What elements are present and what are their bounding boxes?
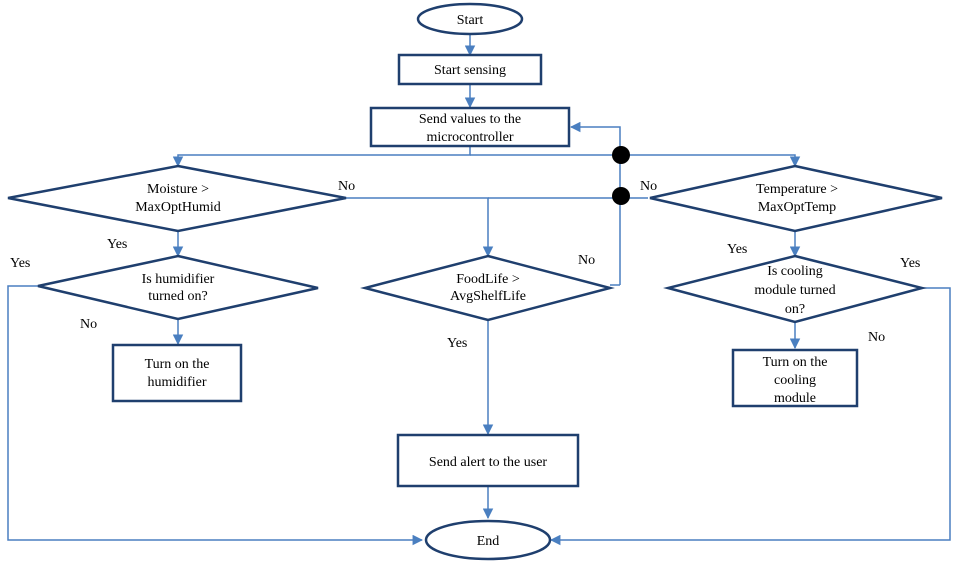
arrow-moisture-no-to-foodlife (346, 197, 494, 258)
humidifier-check-label-line2: turned on? (148, 289, 207, 304)
foodlife-no-label: No (578, 253, 595, 268)
send-values-label-line2: microcontroller (426, 130, 513, 145)
start-sensing-box: Start sensing (397, 53, 543, 86)
start-terminal: Start (416, 2, 524, 36)
temperature-no-label: No (640, 179, 657, 194)
arrow-humidifier-yes-to-end (7, 285, 424, 546)
temperature-yes-label: Yes (727, 242, 747, 257)
humidifier-yes-label: Yes (10, 256, 30, 271)
temperature-label-line2: MaxOptTemp (758, 200, 836, 215)
foodlife-label-line2: AvgShelfLife (450, 289, 526, 304)
turn-on-humidifier-label-line2: humidifier (147, 375, 206, 390)
moisture-decision: Moisture > MaxOptHumid (7, 164, 347, 233)
moisture-no-label: No (338, 179, 355, 194)
moisture-label-line2: MaxOptHumid (135, 200, 221, 215)
foodlife-yes-label: Yes (447, 336, 467, 351)
humidifier-no-label: No (80, 317, 97, 332)
junction-dot-top (612, 146, 630, 164)
arrow-send-branch-left (172, 146, 471, 168)
arrow-cooling-yes-to-end (549, 287, 951, 546)
foodlife-label-line1: FoodLife > (456, 272, 520, 287)
end-terminal: End (424, 519, 552, 561)
cooling-check-label-line2: module turned (754, 283, 835, 298)
turn-on-humidifier-box: Turn on the humidifier (111, 343, 243, 403)
humidifier-check-label-line1: Is humidifier (142, 272, 215, 287)
arrow-send-branch-right (470, 154, 801, 168)
turn-on-humidifier-label-line1: Turn on the (145, 357, 210, 372)
cooling-check-label-line3: on? (785, 302, 805, 317)
start-label: Start (457, 13, 484, 28)
send-values-label-line1: Send values to the (419, 112, 521, 127)
foodlife-decision: FoodLife > AvgShelfLife (360, 254, 615, 322)
cooling-check-decision: Is cooling module turned on? (663, 254, 927, 324)
temperature-decision: Temperature > MaxOptTemp (649, 164, 943, 233)
send-alert-box: Send alert to the user (396, 433, 580, 488)
end-label: End (477, 534, 500, 549)
turn-on-cooling-label-line1: Turn on the (763, 355, 828, 370)
moisture-yes-label: Yes (107, 237, 127, 252)
junction-dot-bottom (612, 187, 630, 205)
turn-on-cooling-box: Turn on the cooling module (731, 348, 859, 408)
turn-on-cooling-label-line2: cooling (774, 373, 816, 388)
send-values-box: Send values to the microcontroller (369, 106, 571, 148)
temperature-label-line1: Temperature > (756, 182, 838, 197)
send-alert-label: Send alert to the user (429, 455, 548, 470)
moisture-label-line1: Moisture > (147, 182, 209, 197)
cooling-check-label-line1: Is cooling (767, 264, 823, 279)
cooling-no-label: No (868, 330, 885, 345)
loop-back-to-send (569, 121, 621, 285)
start-sensing-label: Start sensing (434, 63, 506, 78)
turn-on-cooling-label-line3: module (774, 391, 816, 406)
connectors (7, 34, 951, 546)
cooling-yes-label: Yes (900, 256, 920, 271)
humidifier-check-decision: Is humidifier turned on? (37, 254, 319, 321)
